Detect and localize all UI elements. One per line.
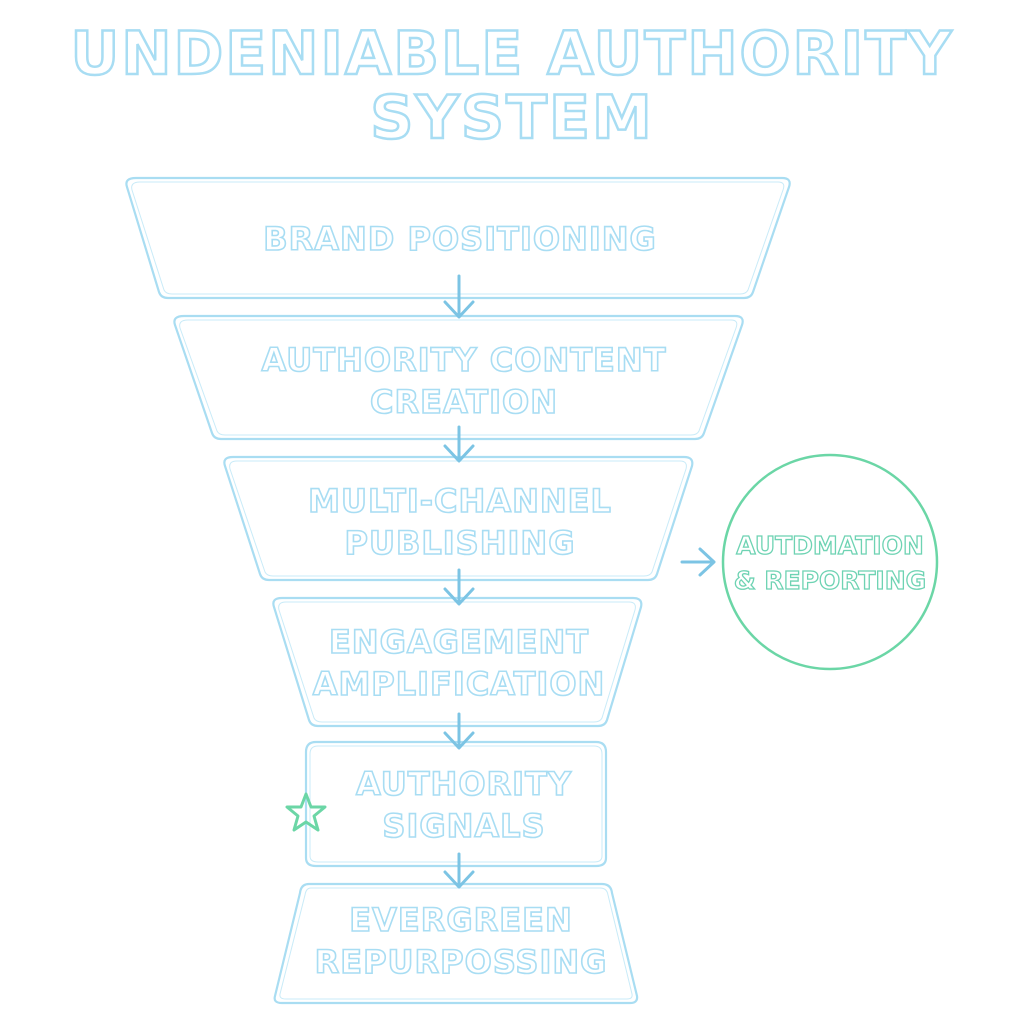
stage-engagement-amplification-shape	[272, 596, 643, 728]
stage-label-multi-channel-publishing: MULTI-CHANNEL PUBLISHING	[160, 480, 760, 564]
stage-label-line: BRAND POSITIONING	[262, 219, 657, 259]
arrow-right-icon	[680, 547, 716, 577]
arrow-down-icon	[443, 852, 475, 889]
stage-brand-positioning-shape	[125, 176, 791, 300]
stage-label-authority-signals: AUTHORITY SIGNALS	[164, 763, 764, 847]
diagram-title-line-2: SYSTEM	[369, 83, 654, 153]
side-label-line: AUTDMATION	[736, 530, 925, 560]
arrow-down-icon	[443, 712, 475, 750]
stage-authority-content-creation-shape	[173, 314, 744, 441]
arrow-down-icon	[443, 274, 475, 319]
stage-label-line: REPURPOSSING	[314, 942, 608, 982]
stage-label-engagement-amplification: ENGAGEMENT AMPLIFICATION	[159, 621, 759, 705]
stage-multi-channel-publishing-shape	[223, 455, 694, 582]
stage-label-evergreen-repurpossing: EVERGREEN REPURPOSSING	[161, 899, 761, 983]
arrow-down-icon	[443, 568, 475, 606]
stage-label-authority-content-creation: AUTHORITY CONTENT CREATION	[164, 339, 764, 423]
stage-label-line: ENGAGEMENT	[328, 622, 590, 662]
arrow-down-icon	[443, 425, 475, 463]
diagram-title-line-1: UNDENIABLE AUTHORITY	[69, 19, 954, 89]
stage-evergreen-repurpossing-shape	[273, 882, 639, 1005]
automation-reporting-label: AUTDMATION & REPORTING	[720, 528, 940, 598]
stage-label-line: SIGNALS	[382, 806, 546, 846]
automation-reporting-circle	[721, 453, 939, 671]
side-label-line: & REPORTING	[733, 565, 927, 595]
stage-label-line: AUTHORITY CONTENT	[261, 340, 667, 380]
stage-label-line: EVERGREEN	[348, 900, 573, 940]
star-icon	[285, 792, 327, 832]
stage-label-brand-positioning: BRAND POSITIONING	[160, 218, 760, 260]
stage-label-line: PUBLISHING	[344, 523, 576, 563]
stage-label-line: CREATION	[369, 382, 558, 422]
stage-label-line: AUTHORITY	[355, 764, 573, 804]
stage-label-line: AMPLIFICATION	[312, 664, 606, 704]
stage-label-line: MULTI-CHANNEL	[307, 481, 612, 521]
stage-authority-signals-shape	[304, 740, 608, 868]
